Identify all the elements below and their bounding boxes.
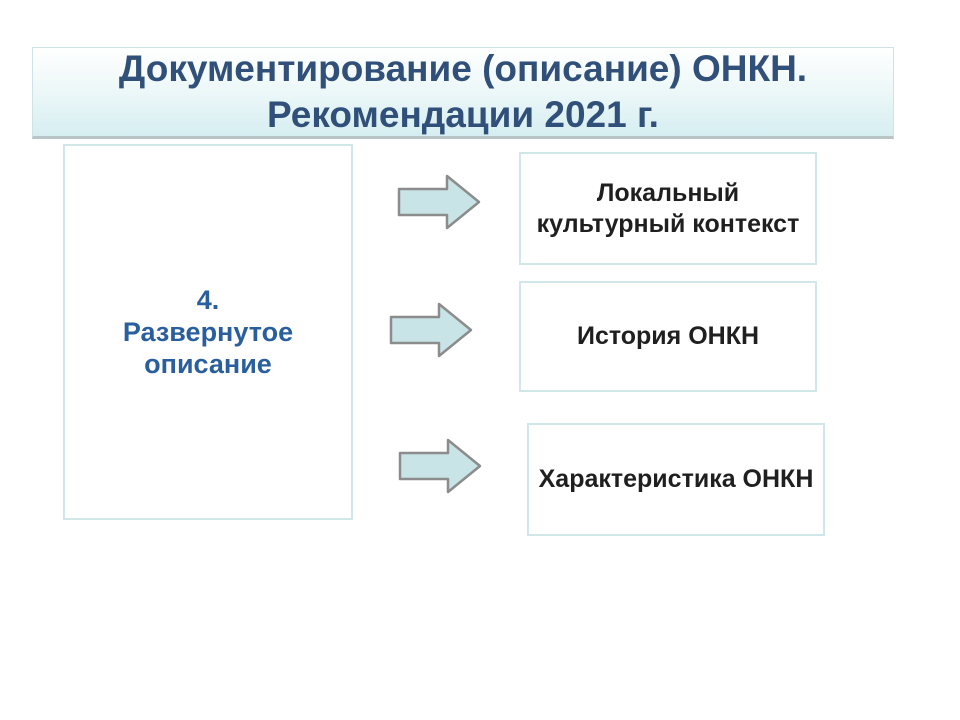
main-topic-line-2: описание (144, 349, 272, 379)
title-line-1: Документирование (описание) ОНКН. (118, 48, 808, 89)
item-box-local-context: Локальный культурный контекст (519, 152, 817, 265)
item-box-history: История ОНКН (519, 281, 817, 392)
item-label: Характеристика ОНКН (538, 465, 814, 493)
arrow-right-icon (389, 302, 473, 358)
item-label: Локальный культурный контекст (536, 178, 800, 238)
item-label: История ОНКН (576, 322, 760, 350)
arrow-right-icon (398, 438, 482, 494)
main-topic-number: 4. (196, 285, 220, 315)
main-topic-box: 4. Развернутое описание (63, 144, 353, 520)
title-line-2: Рекомендации 2021 г. (267, 94, 659, 135)
arrow-right-icon (397, 174, 481, 230)
item-box-characteristics: Характеристика ОНКН (527, 423, 825, 536)
slide-title: Документирование (описание) ОНКН. Рекоме… (32, 47, 894, 139)
main-topic-line-1: Развернутое (122, 317, 294, 347)
